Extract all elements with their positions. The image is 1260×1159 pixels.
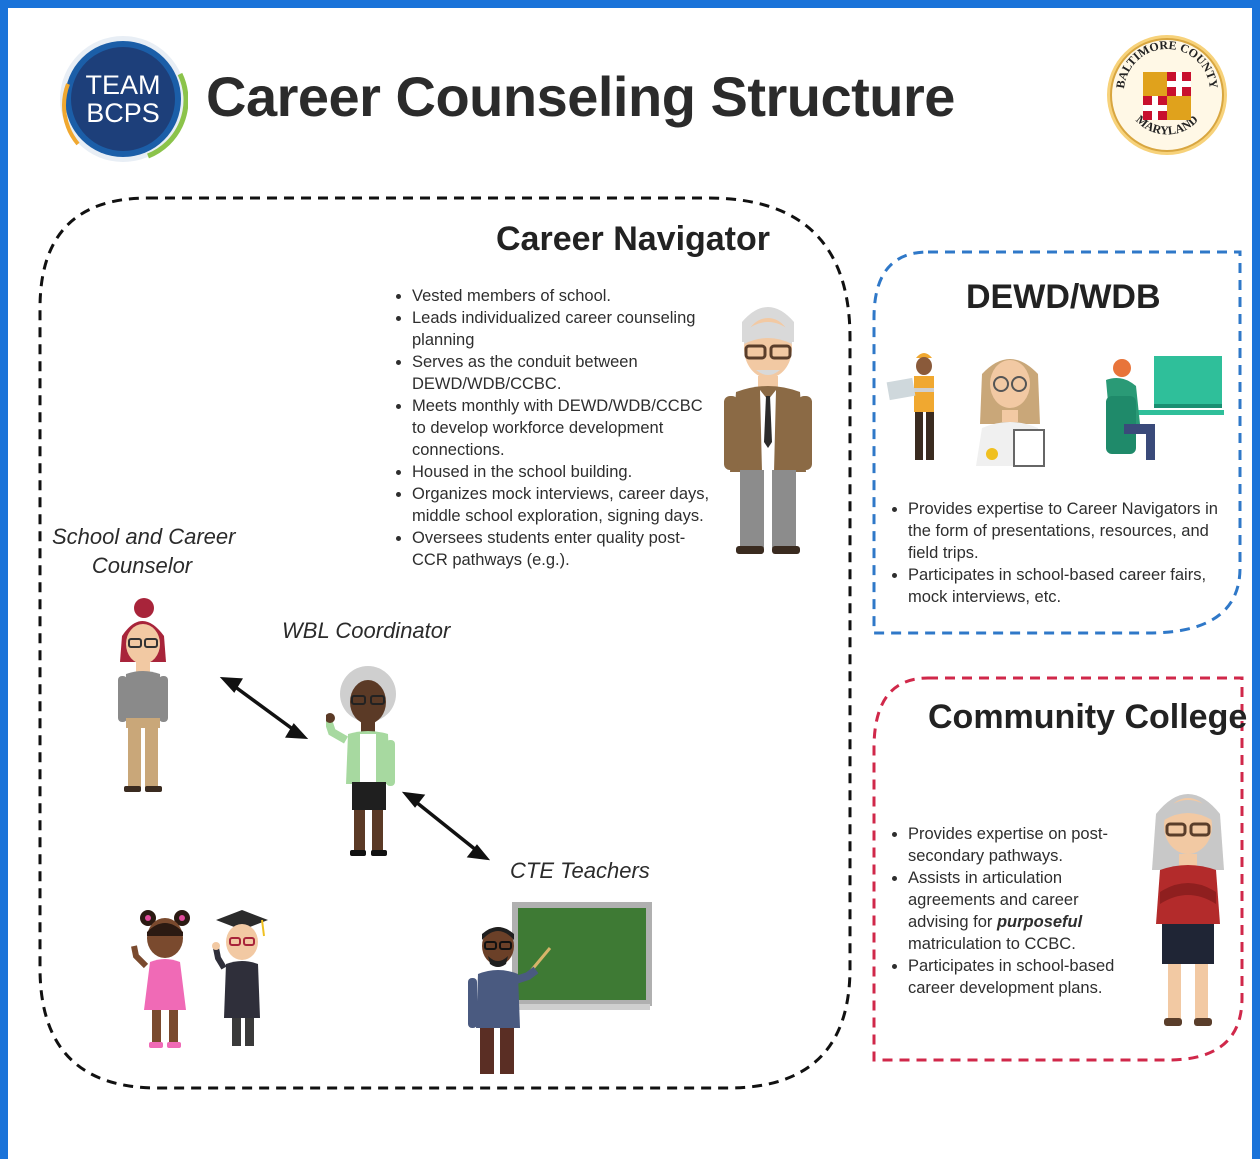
seal-shield [1143,72,1191,120]
cte-teacher-illustration [468,902,652,1074]
wbl-coordinator-illustration [326,666,396,856]
list-item: Housed in the school building. [412,461,720,483]
wbl-coordinator-label: WBL Coordinator [282,618,451,643]
bullet-text: matriculation to CCBC. [908,935,1076,953]
list-item: Leads individualized career counseling p… [412,307,720,351]
students-illustration [131,910,268,1048]
school-counselor-label: School and Career Counselor [52,522,236,580]
dewd-bullets: Provides expertise to Career Navigators … [886,498,1226,608]
school-counselor-label-line1: School and Career [52,524,236,549]
list-item: Provides expertise on post-secondary pat… [908,823,1116,867]
career-navigator-region-border [38,196,852,1090]
career-navigator-title: Career Navigator [496,220,771,258]
list-item: Meets monthly with DEWD/WDB/CCBC to deve… [412,395,720,461]
list-item: Vested members of school. [412,285,720,307]
list-item: Assists in articulation agreements and c… [908,867,1116,955]
emphasis-text: purposeful [996,913,1083,931]
college-region-border [872,676,1244,1062]
construction-worker-icon [886,353,934,460]
list-item: Participates in school-based career deve… [908,955,1116,999]
list-item: Participates in school-based career fair… [908,564,1226,608]
baltimore-county-seal: BALTIMORE COUNTY MARYLAND [1107,35,1227,155]
career-navigator-illustration [724,307,812,554]
counselor-wbl-arrow [219,676,309,740]
team-logo-line1: TEAM [85,70,160,100]
community-college-illustration [1152,794,1224,1026]
computer-worker-icon [1106,356,1224,460]
career-navigator-bullets: Vested members of school. Leads individu… [390,285,720,571]
school-counselor-label-line2: Counselor [91,553,193,578]
page-title: Career Counseling Structure [206,65,955,128]
list-item: Serves as the conduit between DEWD/WDB/C… [412,351,720,395]
team-logo-line2: BCPS [86,98,160,128]
bullet-text: Assists in articulation agreements and c… [908,869,1079,931]
wbl-cte-arrow [401,791,491,861]
school-counselor-illustration [118,598,168,792]
list-item: Provides expertise to Career Navigators … [908,498,1226,564]
team-bcps-logo: TEAM BCPS [60,36,188,162]
dewd-illustrations [886,353,1224,467]
list-item: Organizes mock interviews, career days, … [412,483,720,527]
community-college-bullets: Provides expertise on post-secondary pat… [886,823,1116,999]
dewd-region-border [872,250,1242,635]
dewd-title: DEWD/WDB [966,278,1161,316]
region-borders [38,196,1244,1090]
cte-teachers-label: CTE Teachers [510,858,650,883]
scientist-icon [976,359,1045,467]
list-item: Oversees students enter quality post-CCR… [412,527,720,571]
community-college-title: Community College [928,698,1248,736]
infographic-page: TEAM BCPS Career Counseling Structure BA… [8,8,1252,1159]
